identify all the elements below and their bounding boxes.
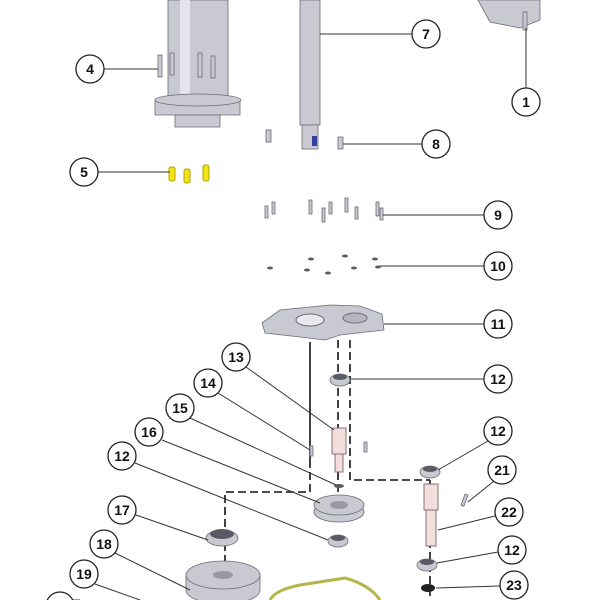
callout-15: 15: [165, 393, 195, 423]
callout-18: 18: [89, 529, 119, 559]
key-part-21: [460, 493, 469, 507]
svg-text:19: 19: [76, 566, 92, 582]
callout-19: 19: [69, 559, 99, 589]
svg-text:5: 5: [80, 164, 88, 180]
callout-23: 23: [499, 570, 529, 600]
callout-1: 1: [511, 87, 541, 117]
shaft-part-13: [331, 427, 347, 473]
nut-part-23: [421, 584, 435, 592]
bearing-part-12: [327, 373, 441, 572]
gear-part-16: [313, 494, 365, 523]
callout-12: 12: [107, 441, 137, 471]
callout-12: 12: [483, 364, 513, 394]
housing-part-1: [477, 0, 541, 31]
svg-text:12: 12: [114, 448, 130, 464]
callout-4: 4: [75, 54, 105, 84]
callout-12: 12: [483, 416, 513, 446]
housing-part: [154, 0, 242, 128]
callout-10: 10: [483, 251, 513, 281]
gear-part-18: [185, 560, 261, 600]
key-part-14: [309, 445, 314, 457]
svg-text:15: 15: [172, 400, 188, 416]
washers-part-10: [267, 254, 381, 275]
svg-text:4: 4: [86, 61, 94, 77]
svg-text:14: 14: [200, 375, 216, 391]
svg-text:16: 16: [141, 424, 157, 440]
bolts-part-4: [157, 52, 216, 79]
key-part: [265, 129, 272, 143]
svg-text:18: 18: [96, 536, 112, 552]
callout-5: 5: [69, 157, 99, 187]
callout-cut-off: [46, 591, 74, 600]
leader-lines: [72, 28, 527, 600]
callout-13: 13: [221, 342, 251, 372]
callout-9: 9: [483, 200, 513, 230]
callout-12: 12: [497, 535, 527, 565]
svg-text:12: 12: [504, 542, 520, 558]
svg-text:8: 8: [432, 136, 440, 152]
callout-14: 14: [193, 368, 223, 398]
svg-text:17: 17: [114, 502, 130, 518]
svg-text:9: 9: [494, 207, 502, 223]
shaft-part-7: [299, 0, 321, 150]
svg-text:1: 1: [522, 94, 530, 110]
key-part-8: [337, 136, 344, 150]
ring-part-15: [334, 484, 344, 488]
svg-text:21: 21: [494, 462, 510, 478]
svg-text:11: 11: [491, 316, 506, 332]
svg-text:23: 23: [506, 577, 522, 593]
svg-text:7: 7: [422, 26, 430, 42]
svg-text:22: 22: [501, 504, 517, 520]
callout-17: 17: [107, 495, 137, 525]
callout-21: 21: [487, 455, 517, 485]
key-part: [363, 441, 368, 453]
callout-22: 22: [494, 497, 524, 527]
callout-16: 16: [134, 417, 164, 447]
callout-7: 7: [411, 19, 441, 49]
gasket-part: [268, 576, 382, 600]
svg-text:10: 10: [490, 258, 506, 274]
bearing-part-17: [205, 529, 239, 547]
callout-11: 11: [483, 309, 513, 339]
svg-text:13: 13: [228, 349, 244, 365]
shaft-part-22: [423, 483, 439, 547]
screws-part-9: [264, 197, 384, 223]
svg-text:12: 12: [490, 371, 506, 387]
cover-part-11: [261, 304, 385, 341]
svg-text:12: 12: [490, 423, 506, 439]
callout-8: 8: [421, 129, 451, 159]
pins-part-5: [168, 164, 210, 184]
